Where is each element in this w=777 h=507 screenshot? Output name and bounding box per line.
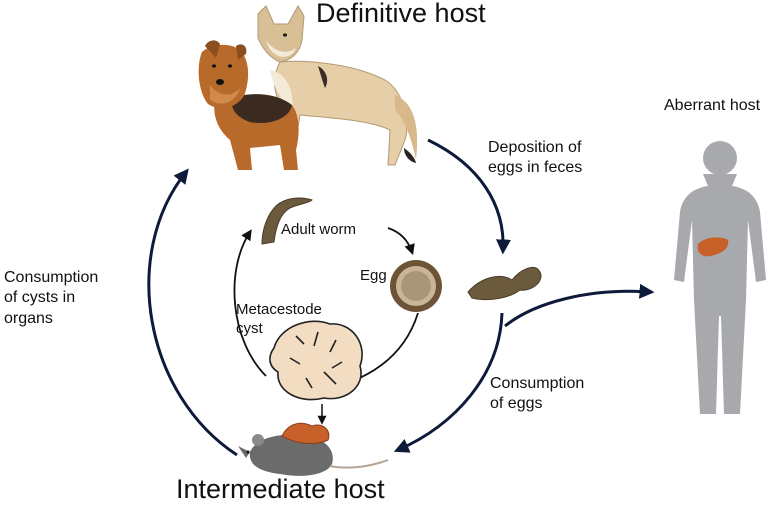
- consumption-cysts-label-line3: organs: [4, 309, 53, 327]
- adult-worm-illustration: [261, 197, 313, 245]
- consumption-eggs-label: Consumption of eggs: [490, 374, 584, 415]
- definitive-host-label: Definitive host: [316, 0, 486, 28]
- aberrant-host-label: Aberrant host: [664, 97, 761, 114]
- metacestode-label-line2: cyst: [236, 320, 263, 338]
- arrow-cyst-to-worm: [233, 229, 267, 377]
- adult-worm-label: Adult worm: [281, 221, 357, 238]
- arrow-feces-to-mouse: [393, 312, 504, 453]
- liver-icon: [697, 237, 729, 257]
- mouse-illustration: [238, 422, 389, 476]
- deposition-label-line1: Deposition of: [488, 139, 582, 156]
- deposition-label-line2: eggs in feces: [488, 159, 583, 177]
- arrow-mouse-to-dog: [147, 168, 238, 457]
- intermediate-host-label: Intermediate host: [176, 474, 385, 504]
- dog-illustration: [198, 40, 299, 170]
- metacestode-label: Metacestode cyst: [236, 300, 322, 338]
- arrow-worm-to-egg: [387, 227, 415, 256]
- deposition-label: Deposition of eggs in feces: [488, 138, 582, 179]
- egg-label: Egg: [360, 267, 387, 284]
- arrow-feces-to-human: [504, 283, 655, 328]
- consumption-eggs-label-line1: Consumption: [490, 375, 585, 392]
- consumption-cysts-label-line1: Consumption: [4, 269, 99, 286]
- human-silhouette: [674, 141, 766, 414]
- arrow-dog-to-feces: [427, 138, 511, 255]
- coyote-illustration: [257, 5, 418, 166]
- egg-illustration: [390, 260, 442, 312]
- cyst-illustration: [269, 320, 363, 401]
- metacestode-label-line1: Metacestode: [236, 301, 322, 318]
- consumption-cysts-label-line2: of cysts in: [4, 289, 76, 307]
- consumption-eggs-label-line2: of eggs: [490, 395, 543, 413]
- feces-illustration: [467, 267, 542, 301]
- consumption-cysts-label: Consumption of cysts in organs: [4, 268, 98, 329]
